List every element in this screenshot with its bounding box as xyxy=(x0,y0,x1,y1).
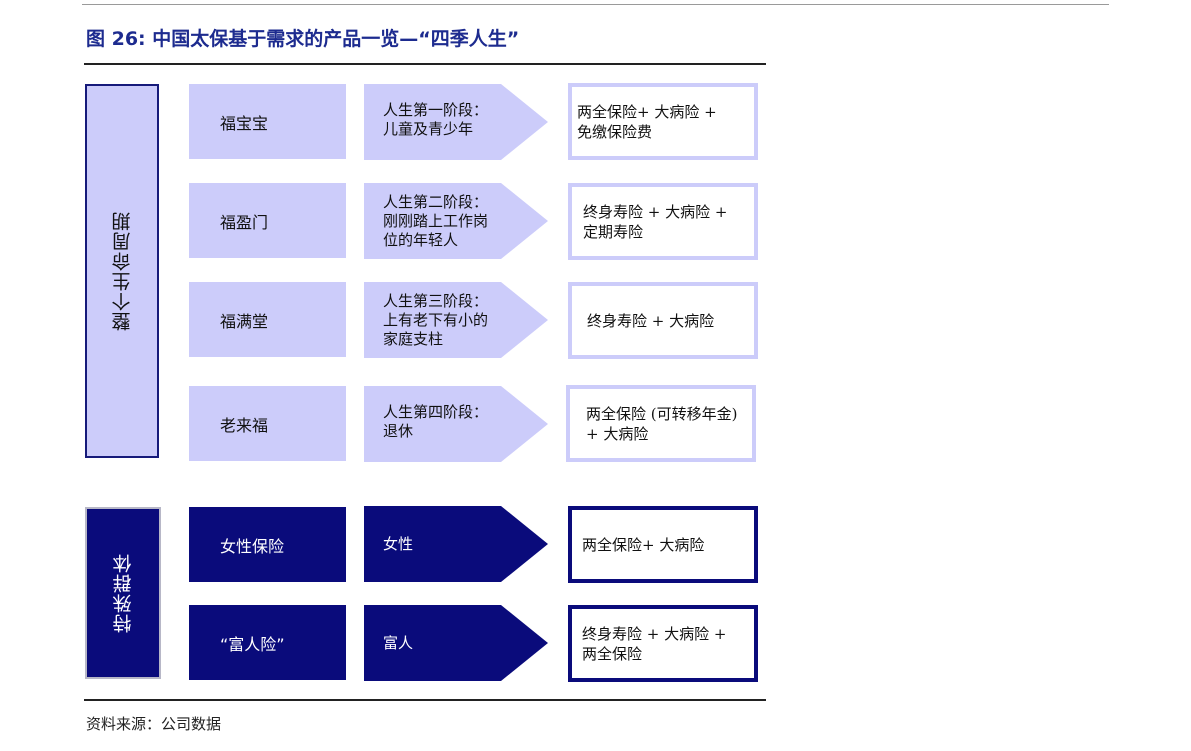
stage-text: 人生第四阶段： 退休 xyxy=(383,384,488,460)
stage-arrow: 人生第二阶段： 刚刚踏上工作岗 位的年轻人 xyxy=(364,183,548,259)
chevron-arrow-shape xyxy=(364,386,548,462)
stage-text: 女性 xyxy=(383,506,413,582)
chevron-arrow-shape xyxy=(364,282,548,358)
coverage-line: 终身寿险 + 大病险 xyxy=(587,311,715,330)
coverage-box: 终身寿险 + 大病险 + 定期寿险 xyxy=(568,183,758,260)
stage-line: 人生第四阶段： xyxy=(383,403,489,421)
stage-text: 人生第二阶段： 刚刚踏上工作岗 位的年轻人 xyxy=(383,183,488,259)
coverage-line: 两全保险+ 大病险 xyxy=(582,535,705,554)
group-special-label: 特殊群体 xyxy=(112,553,135,633)
stage-line: 儿童及青少年 xyxy=(383,120,474,138)
product-box: “富人险” xyxy=(189,605,346,680)
group-special: 特殊群体 xyxy=(85,507,161,679)
coverage-box: 终身寿险 + 大病险 xyxy=(568,282,758,359)
chevron-arrow-shape xyxy=(364,506,548,582)
product-box: 福满堂 xyxy=(189,282,346,357)
product-box: 福宝宝 xyxy=(189,84,346,159)
stage-arrow: 人生第三阶段： 上有老下有小的 家庭支柱 xyxy=(364,282,548,358)
figure-title: 图 26: 中国太保基于需求的产品一览—“四季人生” xyxy=(86,28,520,50)
coverage-line: 两全保险+ 大病险 + xyxy=(577,102,717,121)
coverage-line: 免缴保险费 xyxy=(577,122,653,141)
chevron-arrow-shape xyxy=(364,84,548,160)
stage-arrow: 女性 xyxy=(364,506,548,582)
bottom-rule xyxy=(84,699,766,701)
stage-line: 刚刚踏上工作岗 xyxy=(383,211,489,230)
coverage-line: + 大病险 xyxy=(586,424,649,443)
stage-text: 人生第一阶段： 儿童及青少年 xyxy=(383,82,488,158)
product-name: 女性保险 xyxy=(220,536,285,556)
stage-text: 富人 xyxy=(383,605,413,681)
stage-text: 人生第三阶段： 上有老下有小的 家庭支柱 xyxy=(383,282,488,358)
product-name: 福满堂 xyxy=(220,311,269,331)
product-box: 福盈门 xyxy=(189,183,346,258)
chevron-arrow-shape xyxy=(364,183,548,259)
stage-arrow: 富人 xyxy=(364,605,548,681)
coverage-box: 两全保险 (可转移年金) + 大病险 xyxy=(566,385,756,462)
stage-line: 家庭支柱 xyxy=(383,329,444,348)
top-rule xyxy=(82,4,1109,5)
coverage-box: 终身寿险 + 大病险 + 两全保险 xyxy=(568,605,758,682)
group-lifecycle: 整个生命周期 xyxy=(85,84,159,458)
coverage-line: 定期寿险 xyxy=(583,222,644,241)
product-box: 女性保险 xyxy=(189,507,346,582)
coverage-line: 两全保险 (可转移年金) xyxy=(586,404,738,423)
stage-arrow: 人生第四阶段： 退休 xyxy=(364,386,548,462)
chevron-arrow-shape xyxy=(364,605,548,681)
coverage-box: 两全保险+ 大病险 xyxy=(568,506,758,583)
stage-line: 女性 xyxy=(383,534,414,553)
product-name: “富人险” xyxy=(220,634,285,654)
product-name: 老来福 xyxy=(220,415,269,435)
stage-line: 上有老下有小的 xyxy=(383,310,489,329)
stage-line: 人生第一阶段： xyxy=(383,101,489,119)
product-box: 老来福 xyxy=(189,386,346,461)
title-rule xyxy=(84,63,766,65)
stage-line: 退休 xyxy=(383,422,414,440)
stage-line: 人生第三阶段： xyxy=(383,291,489,310)
product-name: 福盈门 xyxy=(220,212,269,232)
stage-line: 富人 xyxy=(383,633,414,652)
coverage-box: 两全保险+ 大病险 + 免缴保险费 xyxy=(568,83,758,160)
coverage-line: 终身寿险 + 大病险 + xyxy=(582,624,727,643)
coverage-line: 两全保险 xyxy=(582,644,643,663)
stage-arrow: 人生第一阶段： 儿童及青少年 xyxy=(364,84,548,160)
product-name: 福宝宝 xyxy=(220,113,269,133)
coverage-line: 终身寿险 + 大病险 + xyxy=(583,202,728,221)
stage-line: 人生第二阶段： xyxy=(383,192,489,211)
group-lifecycle-label: 整个生命周期 xyxy=(111,211,134,331)
source-note: 资料来源：公司数据 xyxy=(86,715,222,733)
stage-line: 位的年轻人 xyxy=(383,230,459,249)
